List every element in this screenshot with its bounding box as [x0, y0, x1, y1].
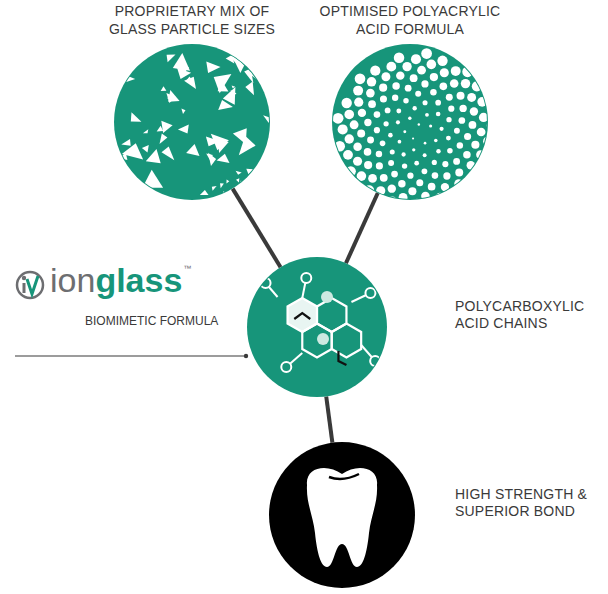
circle-shape: [269, 442, 415, 588]
connector-line: [346, 193, 378, 263]
leader-line: [15, 355, 244, 356]
logo-stem: [23, 283, 26, 293]
logo-v: [27, 276, 38, 294]
circle-fill: [332, 44, 488, 200]
leader-dot: [244, 354, 248, 358]
node-label: OPTIMISED POLYACRYLIC ACID FORMULA: [315, 3, 505, 38]
logo-wordmark: ion: [50, 262, 95, 299]
node-label: PROPRIETARY MIX OF GLASS PARTICLE SIZES: [97, 3, 287, 38]
logo-ring: [17, 272, 43, 298]
circle-shape: [332, 44, 488, 200]
circle-shape: [247, 257, 387, 397]
circle-node: POLYCARBOXYLIC ACID CHAINS: [247, 257, 387, 397]
glass-illustration: [114, 44, 270, 200]
circle-node: PROPRIETARY MIX OF GLASS PARTICLE SIZES: [114, 44, 270, 200]
tooth-illustration: [307, 468, 377, 567]
node-label: POLYCARBOXYLIC ACID CHAINS: [455, 298, 602, 333]
circle-fill: [269, 442, 415, 588]
circle-fill: [114, 44, 270, 200]
logo-wordmark: ™: [183, 265, 191, 274]
circle-shape: [114, 44, 270, 200]
logo-dot: [22, 276, 26, 280]
connector-line: [326, 396, 332, 442]
logo-tagline: BIOMIMETIC FORMULA: [85, 315, 218, 328]
node-label: HIGH STRENGTH & SUPERIOR BOND: [455, 486, 602, 521]
dots-illustration: [333, 48, 488, 200]
molecule-illustration: [261, 273, 381, 372]
circle-node: HIGH STRENGTH & SUPERIOR BOND: [269, 442, 415, 588]
circle-node: OPTIMISED POLYACRYLIC ACID FORMULA: [332, 44, 488, 200]
circle-fill: [247, 257, 387, 397]
connector-line: [233, 189, 281, 268]
logo-wordmark: glass: [95, 262, 182, 299]
